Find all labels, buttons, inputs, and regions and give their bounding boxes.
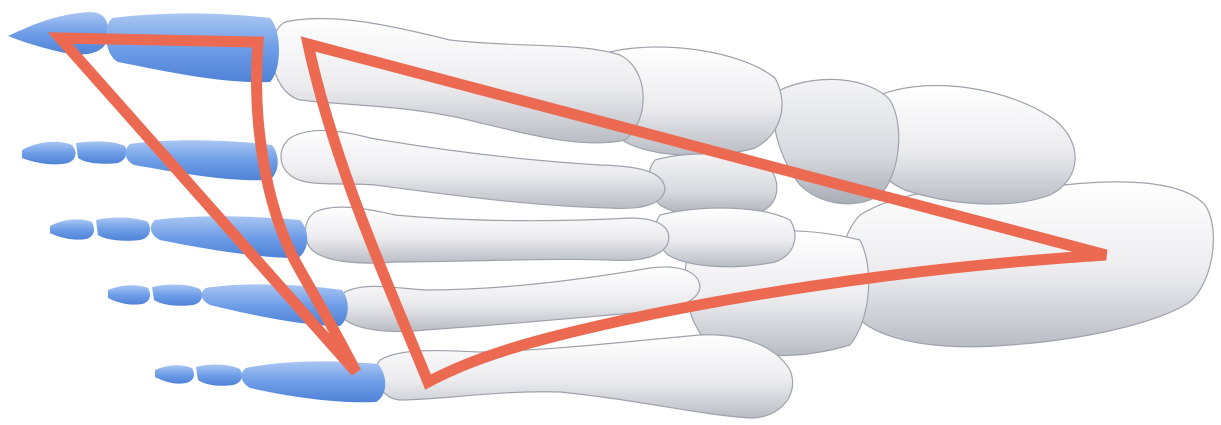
toe-3-middle-phalanx	[96, 218, 150, 241]
toe-2-middle-phalanx	[76, 141, 126, 163]
toe-2-distal-phalanx	[22, 142, 75, 165]
toe-5-middle-phalanx	[196, 365, 242, 386]
toe-3-distal-phalanx	[50, 219, 94, 239]
toe-4-distal-phalanx	[108, 285, 150, 304]
toe-5-proximal-phalanx	[241, 361, 385, 402]
lateral-cuneiform-bone	[656, 208, 795, 267]
toe-5-distal-phalanx	[155, 365, 194, 383]
toe-2-proximal-phalanx	[125, 140, 277, 180]
toe-4-middle-phalanx	[152, 285, 202, 306]
